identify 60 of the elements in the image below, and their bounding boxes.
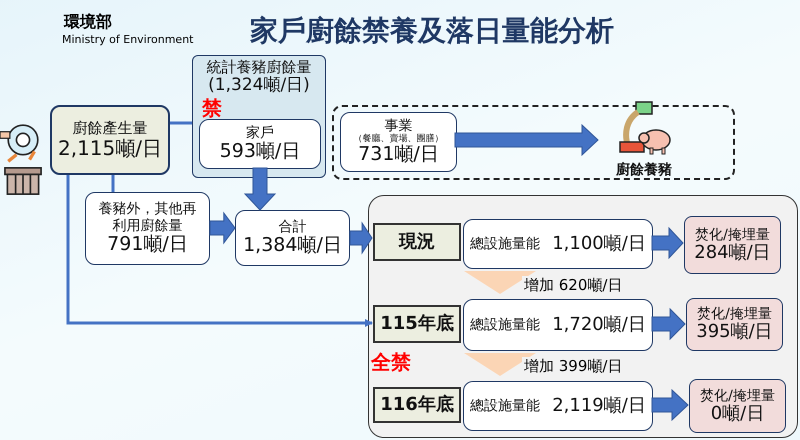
- title: 家戶廚餘禁養及落日量能分析: [250, 13, 614, 49]
- source-box: [50, 105, 170, 175]
- arrow: [66, 175, 373, 327]
- capacity-box: [463, 219, 653, 269]
- block-arrow: [652, 388, 689, 422]
- block-arrow: [652, 226, 684, 260]
- node-value: 593噸/日: [220, 141, 300, 163]
- node-heading: 焚化/掩埋量: [697, 306, 772, 322]
- node-heading: 焚化/掩埋量: [700, 388, 775, 404]
- node-label: 總設施量能: [470, 316, 540, 334]
- capacity-box: [463, 299, 653, 351]
- block-arrow: [244, 168, 276, 211]
- block-arrow: [454, 124, 599, 156]
- stage-label: 115年底: [380, 314, 454, 334]
- node-value: 791噸/日: [107, 234, 188, 256]
- chevron-arrow: [464, 271, 536, 294]
- node-heading: 養豬外，其他再利用廚餘量: [98, 201, 198, 234]
- org-label: Ministry of Environment: [62, 33, 194, 46]
- node-value: 2,119噸/日: [552, 396, 646, 416]
- ban-label: 全禁: [371, 349, 411, 376]
- node-heading: 事業: [384, 118, 412, 134]
- node-label: 總設施量能: [470, 236, 540, 252]
- stage-label-box: [373, 387, 461, 423]
- connector-line: [170, 122, 192, 124]
- connector-line: [112, 175, 114, 192]
- node-heading: 焚化/掩埋量: [695, 226, 770, 243]
- node-value: 1,384噸/日: [243, 235, 342, 257]
- node-value: 395噸/日: [696, 322, 773, 343]
- node-heading: 統計養豬廚餘量: [206, 59, 312, 76]
- node-value: 0噸/日: [710, 404, 764, 424]
- block-arrow: [652, 308, 686, 340]
- node-value: 2,115噸/日: [58, 137, 162, 160]
- block-arrow: [350, 221, 373, 255]
- process-box: [340, 112, 457, 172]
- node-heading: 家戶: [246, 125, 274, 142]
- output-box: [689, 379, 786, 433]
- chevron-arrow: [464, 353, 536, 376]
- node-value: 1,720噸/日: [552, 314, 646, 336]
- group-box: [192, 55, 326, 178]
- output-box: [686, 298, 783, 351]
- process-box: [235, 210, 350, 266]
- node-label: 廚餘養豬: [616, 162, 672, 178]
- node-heading: 廚餘產生量: [72, 120, 148, 138]
- output-box: [684, 216, 781, 274]
- capacity-box: [463, 381, 653, 431]
- node-value: （餐廳、賣場、團膳）: [354, 134, 444, 144]
- node-label: 總設施量能: [470, 398, 540, 414]
- node-value: (1,324噸/日): [208, 76, 310, 96]
- ban-label: 禁: [202, 95, 222, 122]
- node-heading: 合計: [278, 219, 306, 236]
- panel-box: [368, 195, 798, 438]
- node-value: 1,100噸/日: [552, 234, 646, 254]
- node-value: 284噸/日: [694, 242, 771, 264]
- node-value: 731噸/日: [358, 144, 439, 166]
- process-box: [85, 192, 210, 265]
- stage-label: 現況: [399, 232, 435, 252]
- stage-label: 116年底: [380, 394, 454, 416]
- stage-label-box: [373, 223, 461, 261]
- org-label: 環境部: [64, 12, 112, 33]
- block-arrow: [210, 212, 236, 244]
